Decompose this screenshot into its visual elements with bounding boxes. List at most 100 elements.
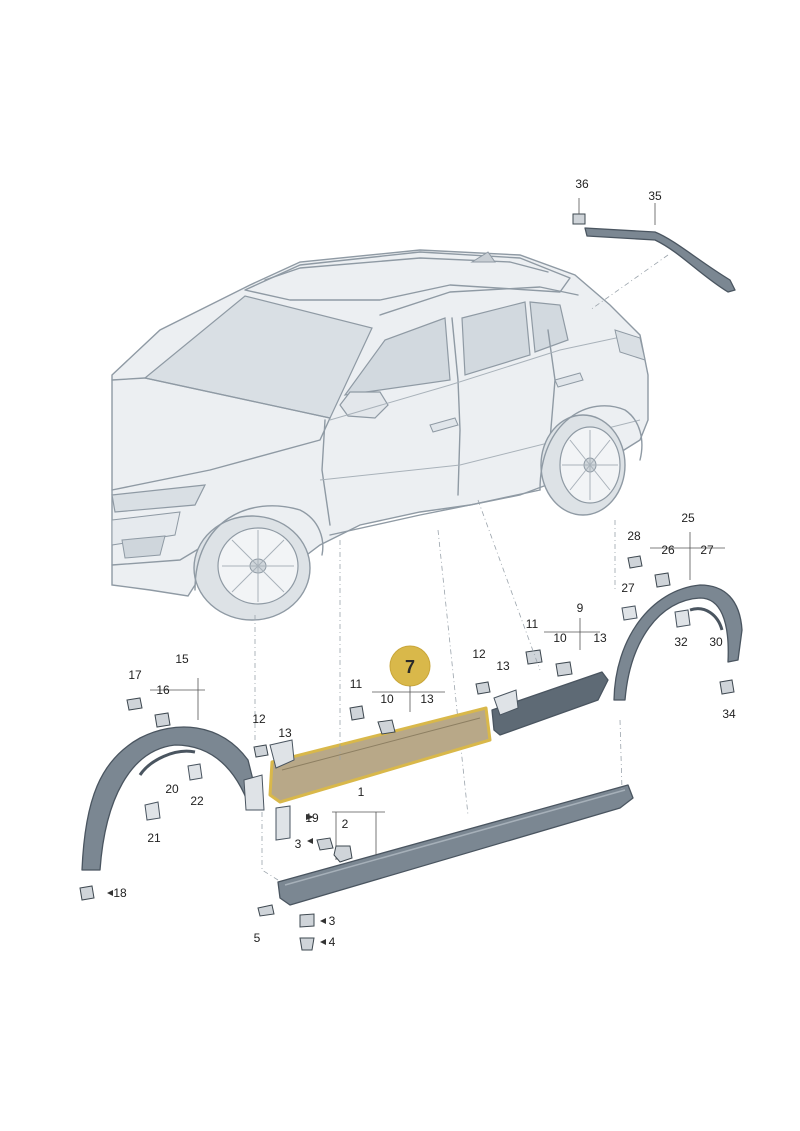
front-wheel-arch-trim	[81, 726, 259, 871]
screw-18	[79, 885, 95, 901]
screw-10-front	[377, 719, 396, 735]
vehicle-illustration	[111, 249, 649, 621]
callout-22: 22	[190, 794, 204, 808]
clip-22	[187, 763, 203, 781]
callout-13-front-upper: 13	[420, 692, 434, 706]
callout-3b: 3	[329, 914, 336, 928]
front-wheel	[193, 515, 311, 621]
clip-10-rear	[555, 661, 573, 677]
side-mirror	[339, 391, 389, 419]
callout-25: 25	[681, 511, 695, 525]
rear-window	[461, 301, 531, 376]
clip-21	[144, 801, 161, 821]
screw-12-rear	[475, 681, 491, 695]
door-trim-front[interactable]	[268, 706, 492, 804]
callout-20: 20	[165, 782, 179, 796]
tail-light	[614, 329, 646, 361]
callout-labels: 36 35 25 28 26 27 27 30 32 34 9 11 10 13…	[113, 177, 736, 949]
screw-4	[299, 937, 315, 951]
bracket-13-rear	[493, 689, 519, 716]
callout-16: 16	[156, 683, 170, 697]
part-roof-trim	[572, 198, 736, 311]
part-sill-panel	[257, 529, 634, 951]
door-trim-front-inner	[281, 717, 481, 771]
callout-26: 26	[661, 543, 675, 557]
screw-34	[719, 679, 735, 695]
part-rear-door-trim	[477, 499, 609, 736]
callout-35: 35	[648, 189, 662, 203]
callout-4: 4	[329, 935, 336, 949]
callout-10-rear: 10	[553, 631, 567, 645]
callout-32: 32	[674, 635, 688, 649]
rear-wheel	[540, 414, 626, 516]
callout-27a: 27	[700, 543, 714, 557]
callout-34: 34	[722, 707, 736, 721]
part-front-arch	[79, 678, 291, 901]
rear-door-handle	[554, 372, 584, 388]
screw-5	[257, 904, 275, 917]
sill-panel-highlight	[284, 789, 626, 886]
screw-3a	[316, 837, 334, 851]
fog-light	[121, 535, 166, 559]
rear-wheel-arch	[539, 405, 643, 491]
callout-10-front: 10	[380, 692, 394, 706]
callout-15: 15	[175, 652, 189, 666]
sill-panel	[277, 784, 634, 906]
antenna	[470, 251, 496, 263]
part-bracket-front	[253, 681, 519, 769]
callout-13-front: 13	[278, 726, 292, 740]
callout-36: 36	[575, 177, 589, 191]
callout-1: 1	[358, 785, 365, 799]
highlight-label: 7	[405, 657, 415, 677]
rear-door-trim	[491, 671, 609, 736]
front-window	[343, 317, 451, 396]
clip-27	[621, 605, 638, 621]
callout-30: 30	[709, 635, 723, 649]
arch-liner-20	[138, 749, 196, 776]
quarter-window	[529, 301, 569, 353]
callout-21: 21	[147, 831, 161, 845]
part-7-highlighted[interactable]: 7	[268, 540, 492, 804]
arch-liner-30	[689, 607, 724, 631]
dash-sill-2	[619, 719, 623, 791]
end-cap-front	[243, 774, 265, 811]
front-door-handle	[429, 417, 459, 433]
door-line-mid	[451, 317, 461, 496]
callout-2: 2	[342, 817, 349, 831]
screw-12-front	[253, 744, 269, 758]
callout-28: 28	[627, 529, 641, 543]
headlight	[111, 484, 207, 513]
clip-17	[126, 697, 143, 711]
callout-12-front: 12	[252, 712, 266, 726]
callout-9: 9	[577, 601, 584, 615]
callout-11-rear: 11	[526, 617, 539, 631]
callout-13-rear: 13	[593, 631, 607, 645]
callout-11-front: 11	[350, 677, 363, 691]
clip-28	[627, 555, 643, 569]
callout-5: 5	[254, 931, 261, 945]
clip-26	[654, 572, 671, 588]
part-rear-arch	[613, 532, 743, 701]
door-line-front	[321, 419, 331, 526]
clip-3b	[299, 913, 315, 928]
dash-rear-door	[477, 499, 541, 671]
clip-11-front	[349, 705, 365, 721]
callout-19: 19	[305, 811, 319, 825]
beltline	[329, 334, 631, 421]
roof-rail	[264, 257, 549, 281]
dash-line-35	[589, 254, 669, 311]
clip-11-rear	[525, 649, 543, 665]
front-wheel-arch	[194, 505, 324, 591]
sill-line	[329, 489, 541, 536]
callout-3a: 3	[295, 837, 302, 851]
leader-arrows	[107, 814, 326, 945]
car-roof	[244, 251, 571, 301]
roof-rail-2	[379, 286, 579, 316]
dash-sill-3	[437, 529, 469, 816]
rear-wheel-arch-trim	[613, 584, 743, 701]
callout-13-mid: 13	[496, 659, 510, 673]
mudflap-19	[275, 805, 291, 841]
roof-trim-strip	[584, 227, 736, 293]
callout-17: 17	[128, 668, 142, 682]
